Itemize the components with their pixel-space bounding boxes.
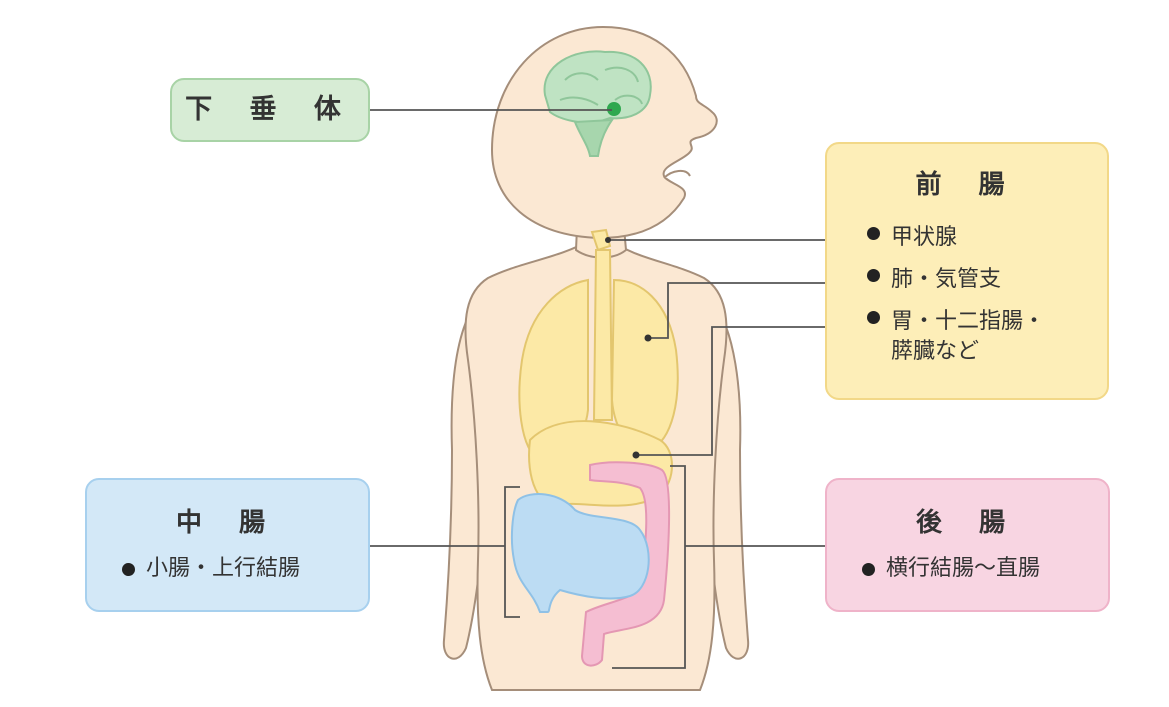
- foregut-item-continued: 膵臓など: [891, 339, 980, 364]
- leader-dots: [605, 237, 652, 459]
- hindgut-label-box: 後 腸 横行結腸〜直腸: [825, 478, 1110, 612]
- foregut-item: 胃・十二指腸・: [865, 301, 1107, 343]
- hindgut-title: 後 腸: [915, 508, 1020, 538]
- midgut-organs: [510, 493, 650, 613]
- leader-lines: [370, 109, 855, 547]
- hindgut-item: 横行結腸〜直腸: [860, 553, 1108, 585]
- foregut-title: 前 腸: [915, 170, 1019, 200]
- midgut-item: 小腸・上行結腸: [120, 553, 368, 585]
- midgut-label-box: 中 腸 小腸・上行結腸: [85, 478, 370, 612]
- midgut-title: 中 腸: [175, 508, 280, 538]
- pituitary-label-box: 下 垂 体: [170, 78, 370, 142]
- hindgut-list: 横行結腸〜直腸: [827, 553, 1108, 585]
- foregut-list: 甲状腺 肺・気管支 胃・十二指腸・ 膵臓など: [827, 217, 1107, 367]
- foregut-organs: [518, 228, 679, 507]
- foregut-item: 甲状腺: [865, 217, 1107, 259]
- pituitary-title: 下 垂 体: [185, 94, 355, 125]
- foregut-item: 肺・気管支: [865, 259, 1107, 301]
- hindgut-organs: [580, 461, 671, 667]
- brain: [543, 50, 652, 157]
- pituitary-dot: [607, 102, 621, 116]
- foregut-label-box: 前 腸 甲状腺 肺・気管支 胃・十二指腸・ 膵臓など: [825, 142, 1109, 400]
- midgut-list: 小腸・上行結腸: [87, 553, 368, 585]
- region-brackets: [504, 465, 686, 669]
